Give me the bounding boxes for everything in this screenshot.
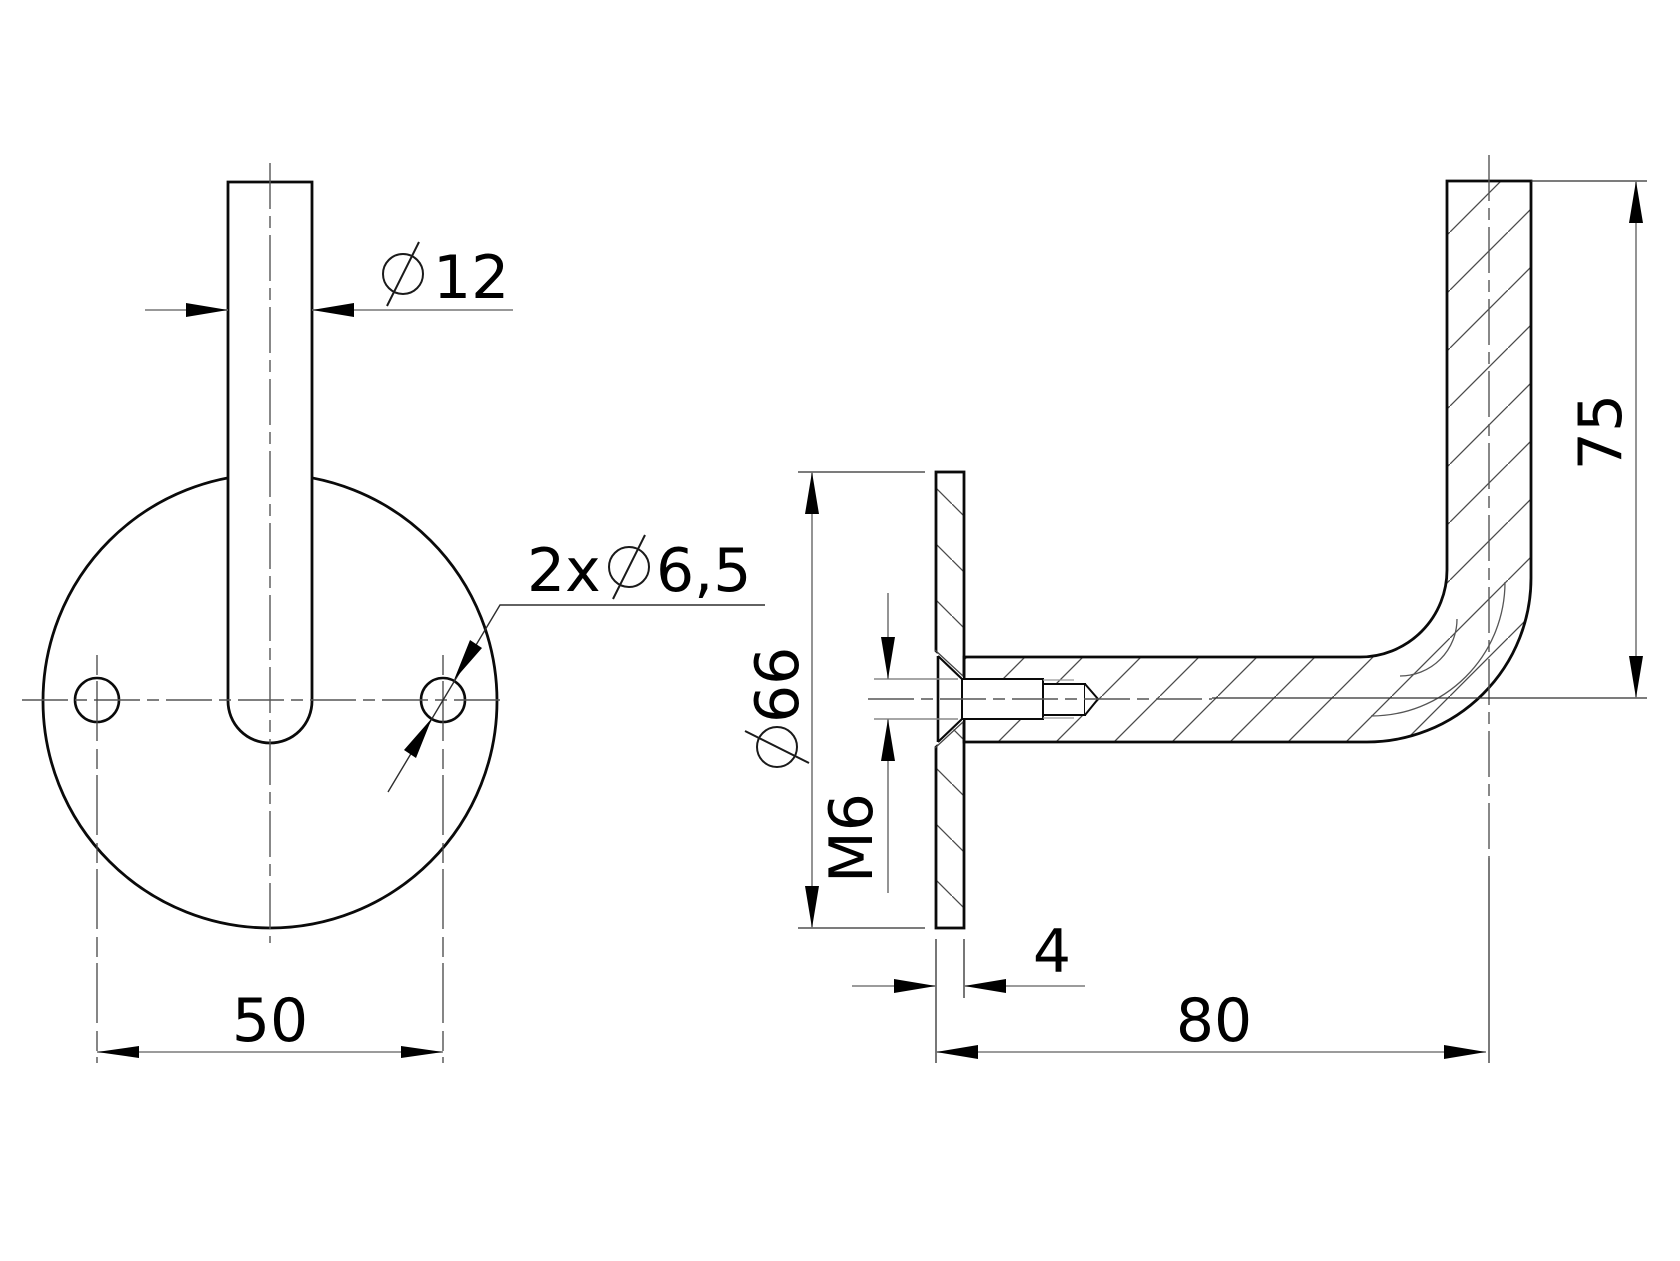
arrow-icon (1629, 656, 1643, 698)
diameter-symbol-icon (382, 241, 424, 307)
diameter-symbol-icon (744, 726, 810, 768)
arrow-icon (1444, 1045, 1486, 1059)
hole-diameter-value: 6,5 (656, 536, 751, 606)
arrow-icon (1629, 181, 1643, 223)
front-view: 12 2x 6,5 50 (22, 163, 765, 1063)
plate-diameter-value: 66 (743, 647, 813, 723)
arrow-icon (805, 886, 819, 928)
arrow-icon (97, 1046, 139, 1058)
plate-thickness-dimension: 4 (852, 917, 1085, 1063)
arrow-icon (312, 303, 354, 317)
countersink-edge (934, 649, 964, 677)
arrow-icon (936, 1045, 978, 1059)
arrow-icon (964, 979, 1006, 993)
screw-head-cone (937, 718, 963, 743)
bend-line (1399, 618, 1458, 677)
height-value: 75 (1566, 394, 1636, 470)
length-dimension: 80 (936, 986, 1486, 1059)
thread-crest-lines (1043, 679, 1074, 719)
arrow-icon (881, 719, 895, 761)
thread-dimension: M6 (817, 593, 958, 893)
countersink-edge (934, 721, 964, 749)
arrow-icon (186, 303, 228, 317)
screw-head-cone (937, 655, 963, 680)
plate-diameter-label: 66 (743, 647, 813, 768)
arrow-icon (454, 640, 482, 680)
rod-diameter-dimension: 12 (145, 241, 513, 317)
hole-callout: 2x 6,5 (387, 534, 765, 793)
hole-spacing-value: 50 (232, 986, 308, 1056)
side-bracket-body (962, 179, 1533, 744)
arrow-icon (881, 637, 895, 679)
thread-value: M6 (817, 793, 887, 883)
hole-spacing-dimension: 50 (97, 986, 443, 1058)
plate-thickness-value: 4 (1033, 917, 1071, 987)
diameter-symbol-icon (608, 534, 650, 600)
arrow-icon (894, 979, 936, 993)
length-value: 80 (1176, 986, 1252, 1056)
arrow-icon (401, 1046, 443, 1058)
rod-diameter-value: 12 (433, 243, 509, 313)
hole-count: 2x (527, 536, 601, 606)
bend-line (1370, 581, 1506, 717)
plate-diameter-dimension: 66 (743, 471, 925, 929)
arrow-icon (404, 718, 432, 758)
height-dimension: 75 (1212, 180, 1647, 699)
hole-callout-leader (387, 604, 765, 793)
side-view: 75 66 M6 (743, 155, 1647, 1063)
arrow-icon (805, 472, 819, 514)
